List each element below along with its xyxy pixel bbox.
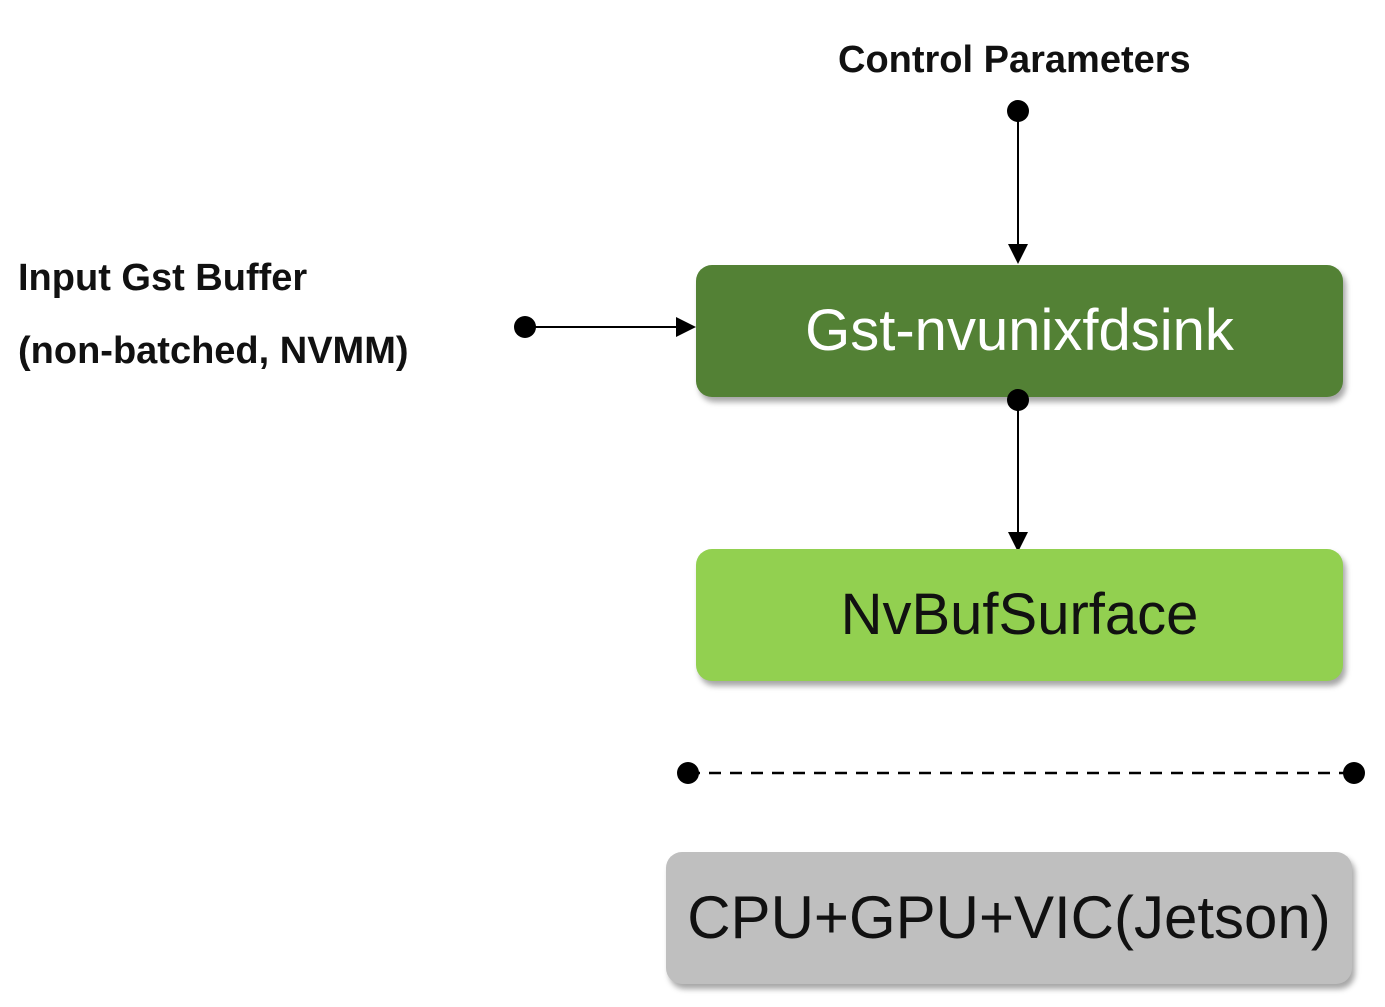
nvbufsurface-label: NvBufSurface [840, 582, 1199, 647]
input-buffer-format-label: (non-batched, NVMM) [18, 330, 409, 372]
hardware-separator-line [677, 762, 1365, 784]
hardware-label: CPU+GPU+VIC(Jetson) [687, 884, 1331, 951]
input-buffer-connector [514, 316, 696, 338]
plugin-to-surface-connector [1008, 400, 1028, 552]
hardware-box: CPU+GPU+VIC(Jetson) [666, 852, 1352, 984]
input-buffer-label: Input Gst Buffer [18, 257, 308, 299]
gst-nvunixfdsink-label: Gst-nvunixfdsink [805, 298, 1234, 363]
gst-nvunixfdsink-box: Gst-nvunixfdsink [696, 265, 1343, 397]
control-parameters-connector [1007, 100, 1029, 264]
control-parameters-label: Control Parameters [838, 39, 1191, 81]
nvbufsurface-box: NvBufSurface [696, 549, 1343, 681]
